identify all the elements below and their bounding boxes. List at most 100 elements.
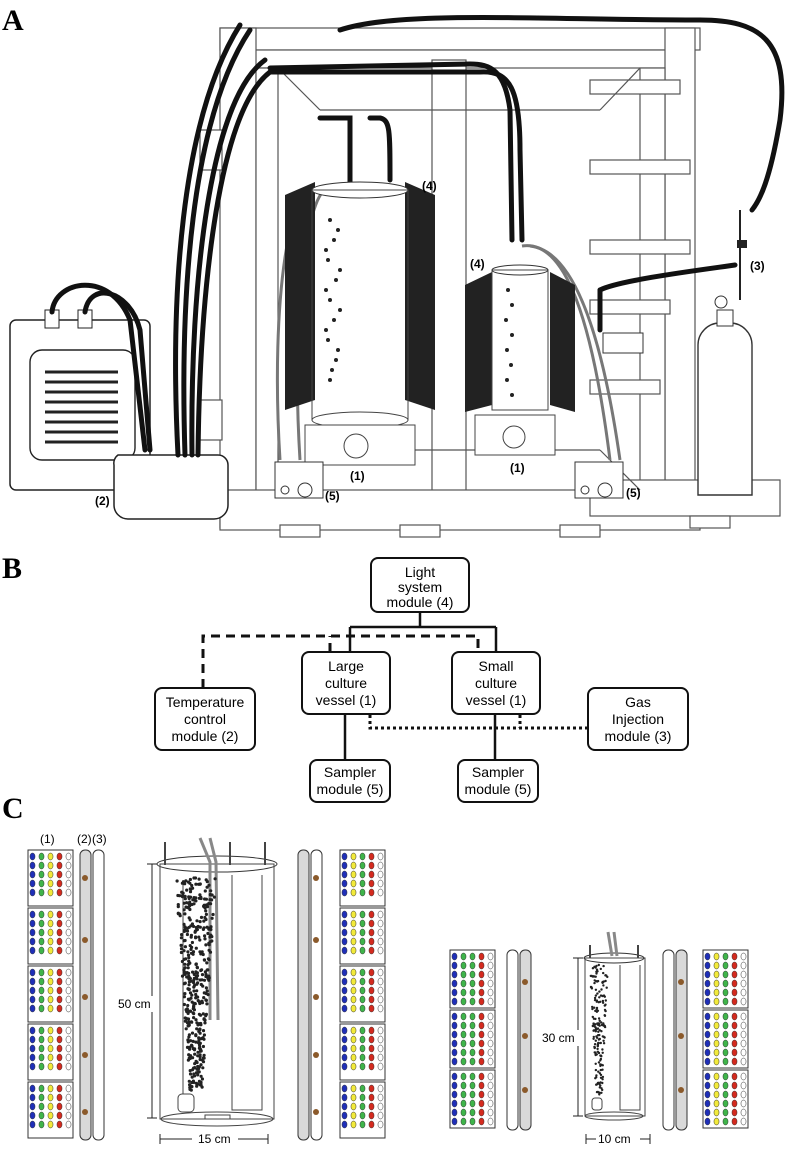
led: [29, 1044, 36, 1053]
bubble: [184, 1027, 188, 1031]
callout-sampler-left: (5): [325, 489, 340, 503]
led: [469, 1108, 476, 1117]
bubble: [175, 879, 179, 883]
bubble: [605, 986, 608, 989]
led: [713, 1108, 720, 1117]
bubble: [185, 932, 189, 937]
bubble: [600, 1021, 603, 1024]
led: [368, 1084, 375, 1093]
node-light-system: Light system module (4): [370, 557, 470, 613]
led: [460, 961, 467, 970]
bubble: [602, 971, 605, 975]
bubble: [185, 1045, 190, 1049]
led: [740, 952, 747, 961]
led: [368, 995, 375, 1004]
led: [722, 1021, 729, 1030]
led: [341, 986, 348, 995]
bubble: [182, 922, 186, 927]
svg-text:module (5): module (5): [465, 781, 532, 797]
led: [451, 961, 458, 970]
led: [29, 870, 36, 879]
led: [29, 977, 36, 986]
bubble: [186, 953, 191, 957]
led: [350, 870, 357, 879]
led: [487, 1021, 494, 1030]
led: [722, 1030, 729, 1039]
bubble: [594, 1062, 597, 1066]
bubble: [188, 1072, 193, 1076]
led: [38, 1035, 45, 1044]
led: [47, 937, 54, 946]
bubble: [190, 1085, 194, 1089]
bubble: [183, 897, 187, 901]
led: [56, 968, 63, 977]
bubble: [183, 894, 187, 899]
bubble: [202, 1017, 206, 1021]
led: [704, 1039, 711, 1048]
bubble: [192, 989, 196, 993]
led: [377, 1102, 384, 1111]
bubble: [205, 885, 209, 889]
bubble: [593, 1043, 597, 1046]
led: [704, 961, 711, 970]
led: [722, 1099, 729, 1108]
led: [740, 1081, 747, 1090]
bubble: [210, 898, 214, 902]
bubble: [591, 1005, 594, 1009]
led: [460, 1117, 467, 1126]
led: [460, 979, 467, 988]
led: [38, 946, 45, 955]
led: [478, 1012, 485, 1021]
bubble: [185, 971, 189, 975]
bubble: [208, 926, 212, 930]
led: [451, 1012, 458, 1021]
led: [359, 946, 366, 955]
led: [56, 879, 63, 888]
led: [56, 1111, 63, 1120]
led: [359, 968, 366, 977]
led: [368, 1120, 375, 1129]
led: [478, 970, 485, 979]
led: [704, 1030, 711, 1039]
bubble: [593, 981, 596, 985]
bubble: [201, 1044, 205, 1049]
led: [469, 1081, 476, 1090]
bubble: [201, 952, 205, 957]
led: [368, 879, 375, 888]
led: [377, 870, 384, 879]
led: [713, 1099, 720, 1108]
bubble: [187, 1033, 191, 1037]
led: [377, 946, 384, 955]
led: [350, 1062, 357, 1071]
led: [341, 995, 348, 1004]
bubble: [594, 975, 597, 978]
led: [460, 1108, 467, 1117]
led: [713, 1090, 720, 1099]
led: [65, 928, 72, 937]
led: [469, 997, 476, 1006]
bubble: [197, 1036, 201, 1040]
bubble: [192, 1004, 196, 1008]
led: [451, 997, 458, 1006]
led: [29, 1084, 36, 1093]
led: [704, 952, 711, 961]
led: [740, 1048, 747, 1057]
led: [451, 1057, 458, 1066]
bubble: [207, 902, 211, 906]
led: [56, 1102, 63, 1111]
led: [65, 1004, 72, 1013]
bubble: [194, 946, 198, 950]
led: [350, 977, 357, 986]
led: [29, 946, 36, 955]
bubble: [598, 996, 601, 999]
bubble: [186, 1024, 190, 1028]
bubble: [183, 945, 187, 949]
led: [29, 1120, 36, 1129]
svg-text:vessel (1): vessel (1): [466, 692, 527, 708]
led: [451, 1117, 458, 1126]
led: [478, 1021, 485, 1030]
led: [368, 1102, 375, 1111]
led: [47, 1111, 54, 1120]
led: [722, 1012, 729, 1021]
bubble: [591, 1024, 594, 1028]
